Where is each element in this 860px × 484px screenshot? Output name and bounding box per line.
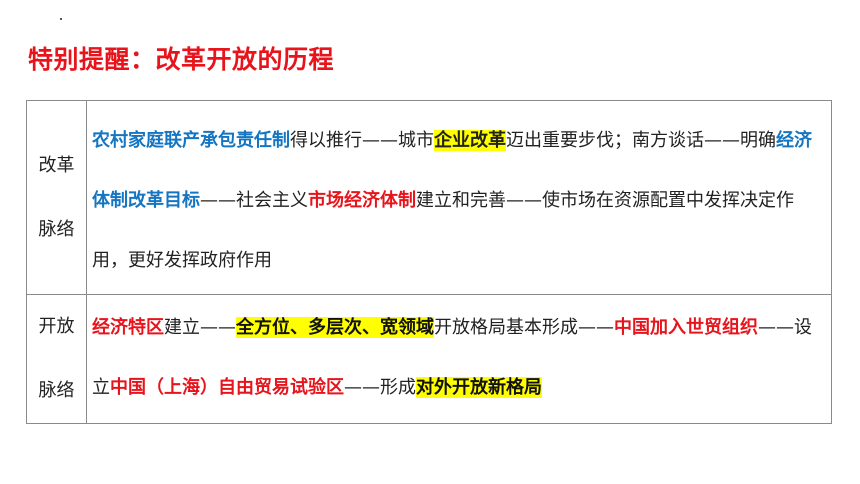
row-label-reform: 改革 脉络 xyxy=(26,100,87,295)
decorative-dot xyxy=(60,18,62,20)
text-segment: ——设立 xyxy=(92,317,812,398)
table-row-open: 开放 脉络 经济特区建立——全方位、多层次、宽领域开放格局基本形成——中国加入世… xyxy=(26,294,832,424)
text-segment: 中国加入世贸组织 xyxy=(614,317,758,338)
text-segment: 经济特区 xyxy=(92,317,164,338)
history-table: 改革 脉络 农村家庭联产承包责任制得以推行——城市企业改革迈出重要步伐；南方谈话… xyxy=(26,100,832,424)
row-label-line: 开放 xyxy=(38,316,75,337)
row-content-reform: 农村家庭联产承包责任制得以推行——城市企业改革迈出重要步伐；南方谈话——明确经济… xyxy=(86,100,832,295)
text-segment: 经济体制改革目标 xyxy=(92,129,812,211)
table-row-reform: 改革 脉络 农村家庭联产承包责任制得以推行——城市企业改革迈出重要步伐；南方谈话… xyxy=(26,100,832,295)
row-label-line: 脉络 xyxy=(38,380,75,401)
text-segment: 市场经济体制 xyxy=(308,189,416,211)
row-label-line: 脉络 xyxy=(38,218,75,240)
text-segment: 中国（上海）自由贸易试验区 xyxy=(110,377,344,398)
text-segment: ——社会主义 xyxy=(200,189,308,211)
text-segment: 农村家庭联产承包责任制 xyxy=(92,129,290,151)
text-segment: 开放格局基本形成—— xyxy=(434,317,614,338)
text-segment: 建立和完善——使市场在资源配置中发挥决定作用，更好发挥政府作用 xyxy=(92,189,794,271)
text-segment: 建立—— xyxy=(164,317,236,338)
row-label-line: 改革 xyxy=(38,154,75,176)
text-segment: 得以推行——城市 xyxy=(290,129,434,151)
highlight-segment: 对外开放新格局 xyxy=(416,377,542,398)
page-title: 特别提醒：改革开放的历程 xyxy=(28,45,335,74)
highlight-segment: 全方位、多层次、宽领域 xyxy=(236,317,434,338)
text-segment: ——形成 xyxy=(344,377,416,398)
row-content-open: 经济特区建立——全方位、多层次、宽领域开放格局基本形成——中国加入世贸组织——设… xyxy=(86,294,832,424)
highlight-segment: 企业改革 xyxy=(434,129,506,151)
text-segment: 迈出重要步伐；南方谈话——明确 xyxy=(506,129,776,151)
row-label-open: 开放 脉络 xyxy=(26,294,87,424)
